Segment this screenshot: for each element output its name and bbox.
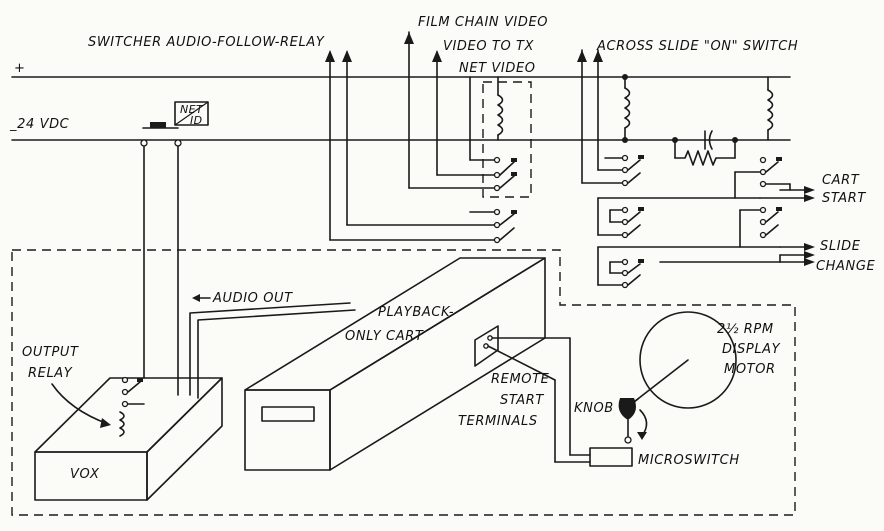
up-arrows [325, 31, 603, 241]
net-id-button [140, 101, 209, 147]
net-relay-coil-icon [497, 76, 504, 141]
remote-label-3: TERMINALS [458, 414, 538, 429]
resistor-icon [674, 139, 736, 166]
rpm-label-2: DISPLAY [722, 342, 781, 357]
net-id-top-label: NET [180, 103, 204, 116]
vox-label: VOX [70, 467, 100, 482]
slide-relay-coil-1-icon [622, 74, 631, 143]
knob-icon [618, 398, 648, 441]
slide-relay-coil-2-icon [767, 76, 774, 141]
audio-out-label: AUDIO OUT [212, 291, 293, 306]
playback-label-2: ONLY CART [345, 329, 424, 344]
switcher-label: SWITCHER AUDIO-FOLLOW-RELAY [88, 35, 325, 50]
net-id-bottom-label: ID [190, 114, 203, 127]
minus-24vdc-label: _24 VDC [9, 117, 70, 132]
remote-label-1: REMOTE [491, 372, 550, 387]
cart-start-label-2: START [822, 191, 866, 206]
plus-label: + [14, 61, 26, 76]
playback-cart [244, 257, 546, 471]
cart-start-label-1: CART [822, 173, 860, 188]
net-relay-box [482, 81, 532, 198]
net-relay-contacts [408, 76, 517, 192]
microswitch-label: MICROSWITCH [638, 453, 740, 468]
output-relay-pointer [51, 383, 109, 425]
knob-label: KNOB [574, 401, 614, 416]
across-slide-label: ACROSS SLIDE "ON" SWITCH [596, 39, 798, 54]
rpm-label-3: MOTOR [724, 362, 776, 377]
video-to-tx-label: VIDEO TO TX [443, 39, 535, 54]
slide-relay-contacts-upper [581, 154, 644, 187]
slide-change-arrows [779, 243, 815, 266]
slide-change-label-1: SLIDE [820, 239, 861, 254]
slide-change-contacts [597, 206, 782, 289]
rpm-label-1: 2½ RPM [717, 322, 774, 337]
cart-start-arrows [759, 186, 815, 202]
vox-box [34, 377, 223, 501]
output-relay-label-2: RELAY [28, 366, 73, 381]
remote-start-terminals [474, 325, 591, 463]
playback-label-1: PLAYBACK- [378, 305, 454, 320]
slide-change-label-2: CHANGE [816, 259, 876, 274]
film-chain-label: FILM CHAIN VIDEO [418, 15, 548, 30]
output-relay-icon [119, 376, 145, 437]
audio-out-cable [189, 302, 356, 399]
cart-slot [261, 406, 315, 422]
output-relay-pointer-head [100, 418, 111, 428]
output-relay-label-1: OUTPUT [22, 345, 79, 360]
cart-start-contacts [597, 156, 791, 239]
microswitch-icon [589, 436, 633, 467]
equipment-enclosure [11, 249, 796, 516]
net-video-label: NET VIDEO [459, 61, 536, 76]
switcher-relay-contacts [329, 208, 517, 244]
audio-out-arrow-icon [192, 294, 211, 302]
remote-label-2: START [500, 393, 544, 408]
